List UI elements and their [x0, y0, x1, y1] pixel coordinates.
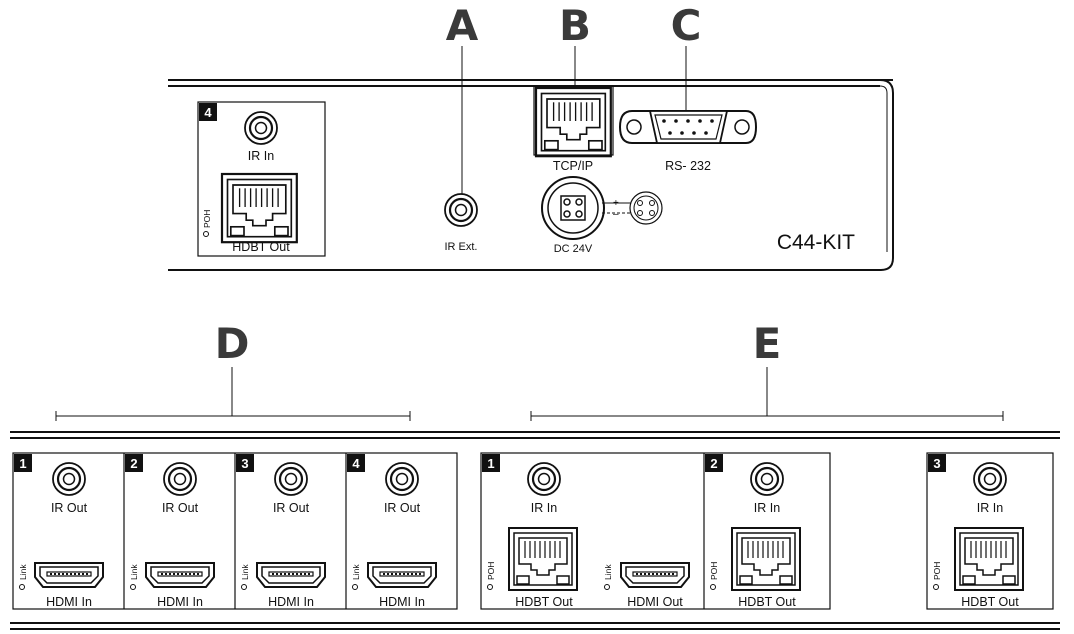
ir-in-jack[interactable]	[972, 461, 1008, 497]
poh-label: POH	[932, 562, 942, 580]
hdbt-out-label: HDBT Out	[961, 595, 1019, 609]
link-led	[604, 584, 610, 590]
output-port-number: 3	[933, 456, 940, 471]
port-number: 4	[204, 105, 212, 120]
link-label: Link	[129, 564, 139, 580]
ir-out-jack[interactable]	[162, 461, 198, 497]
model-label: C44-KIT	[777, 231, 855, 254]
bracket-e	[530, 367, 1004, 421]
hdmi-in-label: HDMI In	[268, 595, 314, 609]
svg-text:–: –	[613, 209, 619, 220]
link-label: Link	[351, 564, 361, 580]
link-label: Link	[240, 564, 250, 580]
output-port-number: 2	[710, 456, 717, 471]
ir-out-label: IR Out	[162, 501, 199, 515]
ir-ext-label: IR Ext.	[444, 241, 477, 253]
outputs-group-3	[926, 452, 1054, 610]
hdmi-out-label: HDMI Out	[627, 595, 683, 609]
ir-in-jack[interactable]	[526, 461, 562, 497]
ir-out-jack[interactable]	[273, 461, 309, 497]
svg-text:+: +	[613, 198, 619, 209]
ir-in-jack[interactable]	[749, 461, 785, 497]
ir-in-label: IR In	[754, 501, 780, 515]
callout-d: D	[215, 319, 250, 368]
poh-label: POH	[709, 562, 719, 580]
callout-e: E	[753, 319, 782, 368]
poh-led	[487, 584, 493, 590]
port-number-badge	[199, 103, 217, 121]
tcpip-label: TCP/IP	[553, 159, 593, 173]
poh-led	[710, 584, 716, 590]
hdmi-in-port[interactable]	[145, 562, 215, 588]
callout-c: C	[671, 1, 702, 50]
poh-led	[203, 231, 209, 237]
input-port-number: 4	[352, 456, 360, 471]
outputs-group-1-2	[480, 452, 831, 610]
hdbt-out-port[interactable]	[731, 527, 801, 591]
link-label: Link	[18, 564, 28, 580]
input-port-badge	[125, 454, 143, 472]
rs232-label: RS- 232	[665, 159, 711, 173]
input-port-number: 1	[19, 456, 26, 471]
poh-label: POH	[202, 210, 212, 228]
hdbt-out-port[interactable]	[220, 172, 298, 244]
callout-b: B	[559, 1, 591, 50]
polarity-icon: + –	[602, 191, 663, 225]
output-port-badge	[928, 454, 946, 472]
ir-out-label: IR Out	[273, 501, 310, 515]
hdbt-out-port[interactable]	[508, 527, 578, 591]
hdbt-out-port[interactable]	[954, 527, 1024, 591]
ir-out-jack[interactable]	[384, 461, 420, 497]
ir-in-label: IR In	[531, 501, 557, 515]
hdmi-in-port[interactable]	[34, 562, 104, 588]
link-led	[130, 584, 136, 590]
callout-a: A	[446, 1, 479, 50]
ir-out-label: IR Out	[51, 501, 88, 515]
output-port-number: 1	[487, 456, 494, 471]
link-led	[241, 584, 247, 590]
hdbt-out-label: HDBT Out	[738, 595, 796, 609]
ir-out-label: IR Out	[384, 501, 421, 515]
output-port-badge	[482, 454, 500, 472]
input-port-number: 3	[241, 456, 248, 471]
link-led	[19, 584, 25, 590]
bracket-d	[55, 367, 411, 421]
output-port-badge	[705, 454, 723, 472]
poh-led	[933, 584, 939, 590]
tcpip-port[interactable]	[534, 86, 612, 158]
input-port-badge	[347, 454, 365, 472]
dc-power-port[interactable]	[541, 176, 605, 240]
ir-out-jack[interactable]	[51, 461, 87, 497]
hdbt-out-label: HDBT Out	[232, 240, 290, 254]
hdmi-in-label: HDMI In	[379, 595, 425, 609]
link-label: Link	[603, 564, 613, 580]
dc-label: DC 24V	[554, 243, 593, 255]
input-port-badge	[14, 454, 32, 472]
input-port-number: 2	[130, 456, 137, 471]
top-panel: 4 IR In POH HDBT Out IR Ext. TCP/IP	[168, 79, 894, 271]
rs232-port[interactable]	[618, 110, 758, 144]
ir-in-label: IR In	[248, 149, 274, 163]
hdmi-in-label: HDMI In	[157, 595, 203, 609]
hdmi-in-port[interactable]	[367, 562, 437, 588]
input-port-badge	[236, 454, 254, 472]
hdmi-out-port[interactable]	[620, 562, 690, 588]
ir-in-label: IR In	[977, 501, 1003, 515]
hdbt-out-label: HDBT Out	[515, 595, 573, 609]
ir-ext-jack[interactable]	[443, 192, 479, 228]
link-led	[352, 584, 358, 590]
hdmi-in-label: HDMI In	[46, 595, 92, 609]
ir-in-jack[interactable]	[243, 110, 279, 146]
poh-label: POH	[486, 562, 496, 580]
hdmi-in-port[interactable]	[256, 562, 326, 588]
